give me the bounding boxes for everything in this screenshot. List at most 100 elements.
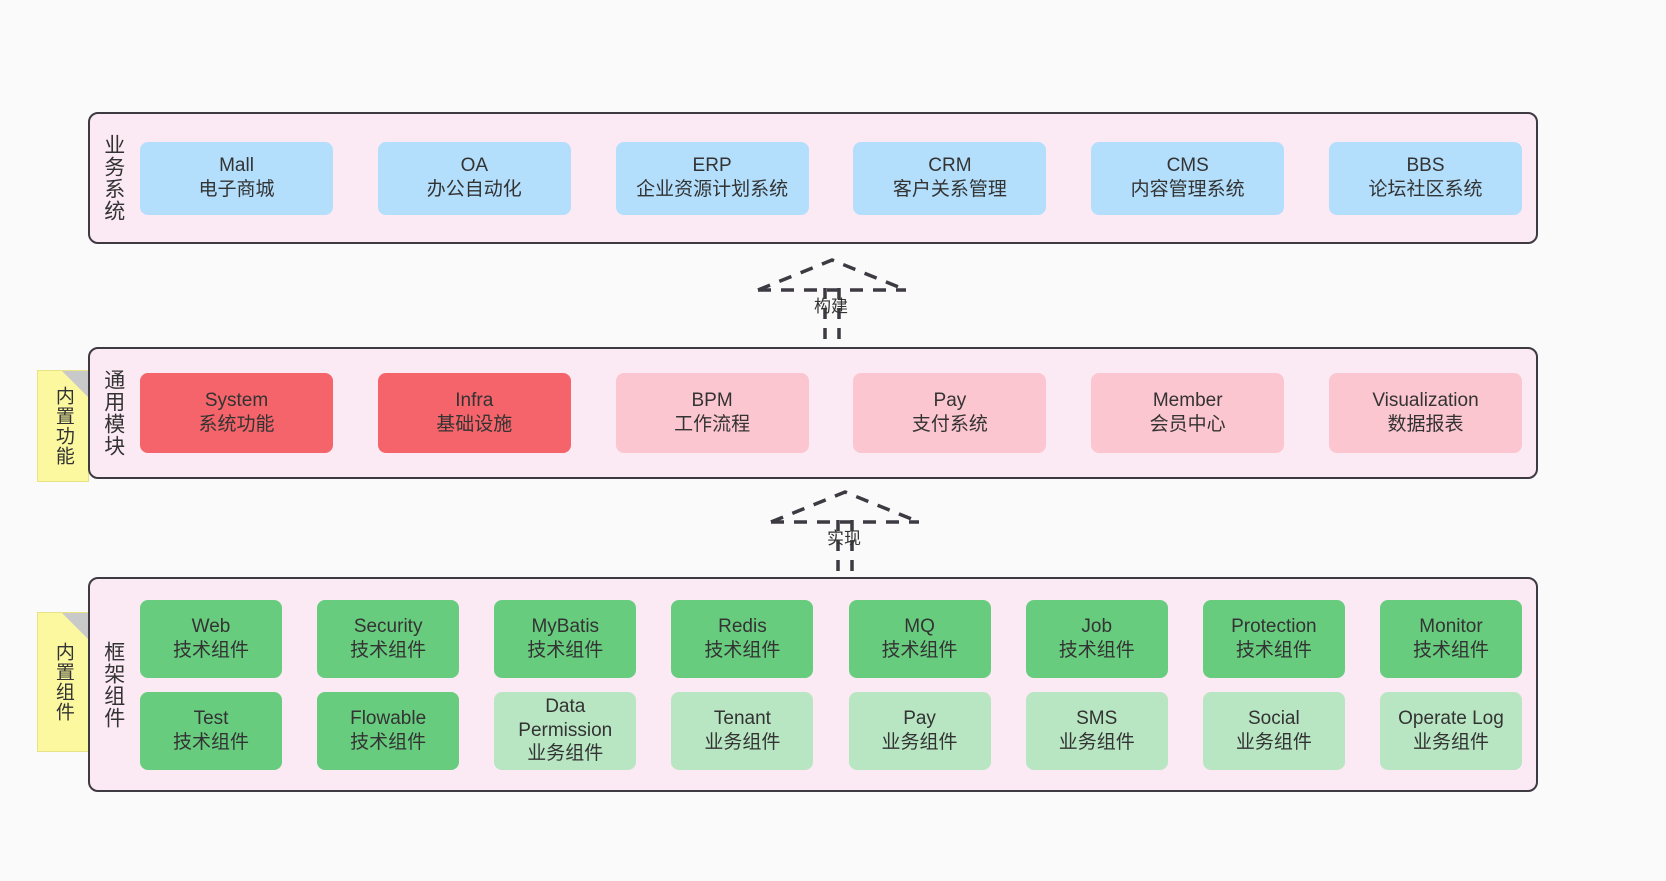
layer-title-framework: 框架组件	[101, 640, 125, 729]
layer-title-business: 业务系统	[101, 134, 125, 222]
node-subtitle: 业务组件	[1058, 731, 1135, 753]
sticky-note-builtin-component: 内置组件	[37, 612, 89, 752]
node-subtitle: 业务组件	[1235, 731, 1312, 753]
sticky-note-label: 内置组件	[52, 642, 74, 722]
layer-framework-component: 框架组件 Web 技术组件 Security 技术组件 MyBatis 技术组件…	[88, 577, 1538, 792]
node-title: Mall	[219, 155, 254, 177]
node-title: BBS	[1406, 155, 1445, 177]
node-bbs[interactable]: BBS 论坛社区系统	[1328, 141, 1522, 215]
node-subtitle: 电子商城	[198, 179, 275, 200]
node-subtitle: 技术组件	[1235, 639, 1312, 661]
node-protection[interactable]: Protection 技术组件	[1202, 599, 1345, 678]
node-subtitle: 技术组件	[350, 639, 427, 661]
node-title: Tenant	[713, 707, 771, 729]
node-subtitle: 技术组件	[1412, 639, 1489, 661]
node-title: CMS	[1166, 155, 1209, 177]
layer-common-module: 通用模块 System 系统功能 Infra 基础设施 BPM 工作流程 Pay…	[88, 347, 1538, 479]
node-title: ERP	[692, 155, 732, 177]
node-security[interactable]: Security 技术组件	[317, 599, 460, 678]
node-tenant[interactable]: Tenant 业务组件	[671, 691, 814, 770]
node-title: Infra	[455, 390, 494, 412]
node-title: SMS	[1076, 707, 1118, 729]
node-title: CRM	[928, 155, 972, 177]
node-visualization[interactable]: Visualization 数据报表	[1328, 373, 1522, 453]
node-subtitle: 业务组件	[704, 731, 781, 753]
node-subtitle: 业务组件	[881, 731, 958, 753]
node-bpm[interactable]: BPM 工作流程	[615, 373, 809, 453]
node-title: MyBatis	[531, 615, 600, 637]
node-row: Test 技术组件 Flowable 技术组件 Data Permission …	[140, 691, 1522, 770]
node-mybatis[interactable]: MyBatis 技术组件	[494, 599, 637, 678]
node-title: Data	[545, 695, 586, 717]
note-fold-corner	[62, 371, 88, 397]
sticky-note-label: 内置功能	[52, 386, 74, 466]
node-title: Test	[193, 707, 229, 729]
node-title: Web	[191, 615, 231, 637]
node-title: Protection	[1231, 615, 1317, 637]
node-data-permission[interactable]: Data Permission 业务组件	[494, 691, 637, 770]
node-title: MQ	[904, 615, 935, 637]
node-title: Social	[1247, 707, 1300, 729]
connector-implement-label: 实现	[827, 529, 861, 548]
node-subtitle: 工作流程	[674, 414, 751, 435]
layer-title-common: 通用模块	[101, 369, 125, 457]
node-infra[interactable]: Infra 基础设施	[377, 373, 571, 453]
layer-body-common: System 系统功能 Infra 基础设施 BPM 工作流程 Pay 支付系统…	[136, 349, 1536, 477]
node-title-line2: Permission	[518, 719, 613, 741]
node-job[interactable]: Job 技术组件	[1025, 599, 1168, 678]
node-title: BPM	[691, 390, 733, 412]
node-subtitle: 技术组件	[172, 639, 249, 661]
node-redis[interactable]: Redis 技术组件	[671, 599, 814, 678]
node-row: Mall 电子商城 OA 办公自动化 ERP 企业资源计划系统 CRM 客户关系…	[140, 141, 1522, 215]
node-title: Pay	[933, 390, 967, 412]
node-subtitle: 技术组件	[1058, 639, 1135, 661]
node-system[interactable]: System 系统功能	[140, 373, 333, 453]
node-web[interactable]: Web 技术组件	[140, 599, 282, 678]
node-pay-component[interactable]: Pay 业务组件	[848, 691, 991, 770]
node-member[interactable]: Member 会员中心	[1091, 373, 1285, 453]
connector-build: 构建	[752, 258, 912, 348]
node-subtitle: 技术组件	[704, 639, 781, 661]
node-title: Security	[353, 615, 423, 637]
node-subtitle: 技术组件	[172, 731, 249, 753]
node-mq[interactable]: MQ 技术组件	[848, 599, 991, 678]
node-sms[interactable]: SMS 业务组件	[1025, 691, 1168, 770]
node-operate-log[interactable]: Operate Log 业务组件	[1379, 691, 1522, 770]
node-subtitle: 数据报表	[1387, 414, 1464, 435]
node-subtitle: 基础设施	[436, 414, 513, 435]
node-subtitle: 技术组件	[527, 639, 604, 661]
node-title: System	[204, 390, 269, 412]
note-fold-corner	[62, 613, 88, 639]
layer-body-framework: Web 技术组件 Security 技术组件 MyBatis 技术组件 Redi…	[136, 579, 1536, 790]
node-subtitle: 业务组件	[1412, 731, 1489, 753]
node-erp[interactable]: ERP 企业资源计划系统	[615, 141, 809, 215]
node-title: OA	[460, 155, 489, 177]
sticky-note-builtin-function: 内置功能	[37, 370, 89, 482]
node-social[interactable]: Social 业务组件	[1202, 691, 1345, 770]
node-monitor[interactable]: Monitor 技术组件	[1379, 599, 1522, 678]
node-mall[interactable]: Mall 电子商城	[140, 141, 333, 215]
node-title: Member	[1152, 390, 1223, 412]
node-subtitle: 企业资源计划系统	[636, 179, 789, 200]
node-title: Visualization	[1372, 390, 1479, 412]
node-title: Monitor	[1419, 615, 1483, 637]
node-title: Operate Log	[1398, 707, 1504, 729]
node-subtitle: 客户关系管理	[892, 179, 1007, 200]
node-row: Web 技术组件 Security 技术组件 MyBatis 技术组件 Redi…	[140, 599, 1522, 678]
layer-body-business: Mall 电子商城 OA 办公自动化 ERP 企业资源计划系统 CRM 客户关系…	[136, 114, 1536, 242]
node-subtitle: 业务组件	[527, 743, 604, 765]
node-subtitle: 技术组件	[881, 639, 958, 661]
node-subtitle: 办公自动化	[426, 179, 522, 200]
node-subtitle: 技术组件	[350, 731, 427, 753]
node-oa[interactable]: OA 办公自动化	[377, 141, 571, 215]
node-cms[interactable]: CMS 内容管理系统	[1091, 141, 1285, 215]
node-subtitle: 支付系统	[911, 414, 988, 435]
node-test[interactable]: Test 技术组件	[140, 691, 282, 770]
node-title: Flowable	[350, 707, 427, 729]
node-crm[interactable]: CRM 客户关系管理	[853, 141, 1047, 215]
node-pay-module[interactable]: Pay 支付系统	[853, 373, 1047, 453]
node-subtitle: 论坛社区系统	[1368, 179, 1483, 200]
connector-implement: 实现	[765, 490, 925, 580]
node-flowable[interactable]: Flowable 技术组件	[317, 691, 460, 770]
node-row: System 系统功能 Infra 基础设施 BPM 工作流程 Pay 支付系统…	[140, 373, 1522, 453]
